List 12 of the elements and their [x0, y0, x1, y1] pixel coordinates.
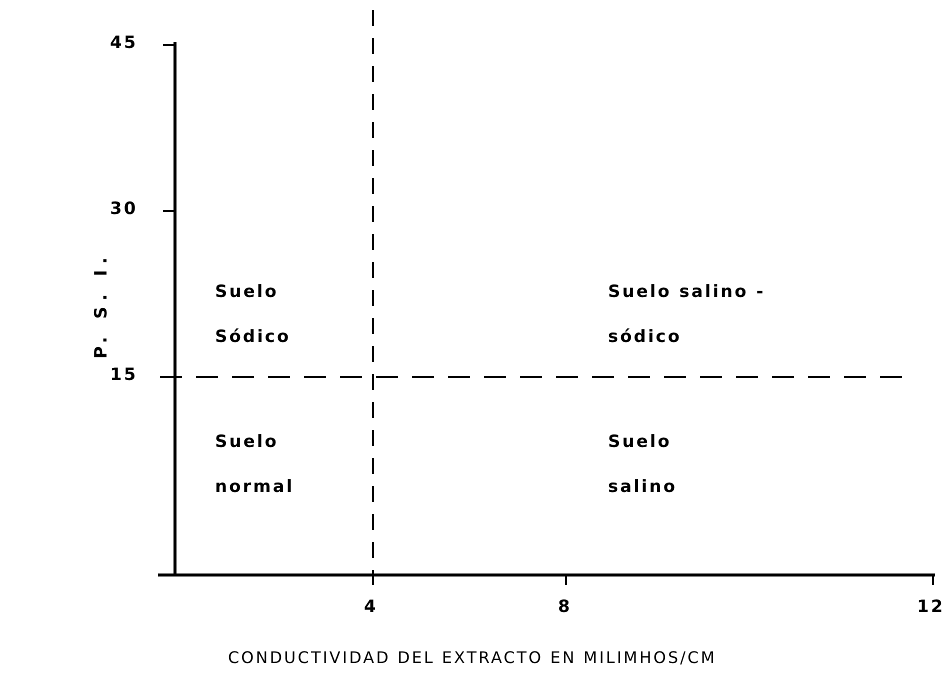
tick-label: 45 — [110, 33, 138, 53]
axis-title: CONDUCTIVIDAD DEL EXTRACTO EN MILIMHOS/CM — [228, 648, 717, 667]
axis-title: P. S. I. — [92, 251, 112, 359]
tick-label: 12 — [917, 597, 945, 617]
region-label: Suelo Sódico — [215, 281, 292, 349]
region-label: Suelo salino — [608, 431, 678, 499]
tick-label: 8 — [558, 597, 572, 617]
tick-label: 30 — [110, 199, 138, 219]
tick-label: 15 — [110, 365, 138, 385]
region-label: Suelo normal — [215, 431, 296, 499]
tick-label: 4 — [364, 597, 378, 617]
region-label: Suelo salino - sódico — [608, 281, 766, 349]
